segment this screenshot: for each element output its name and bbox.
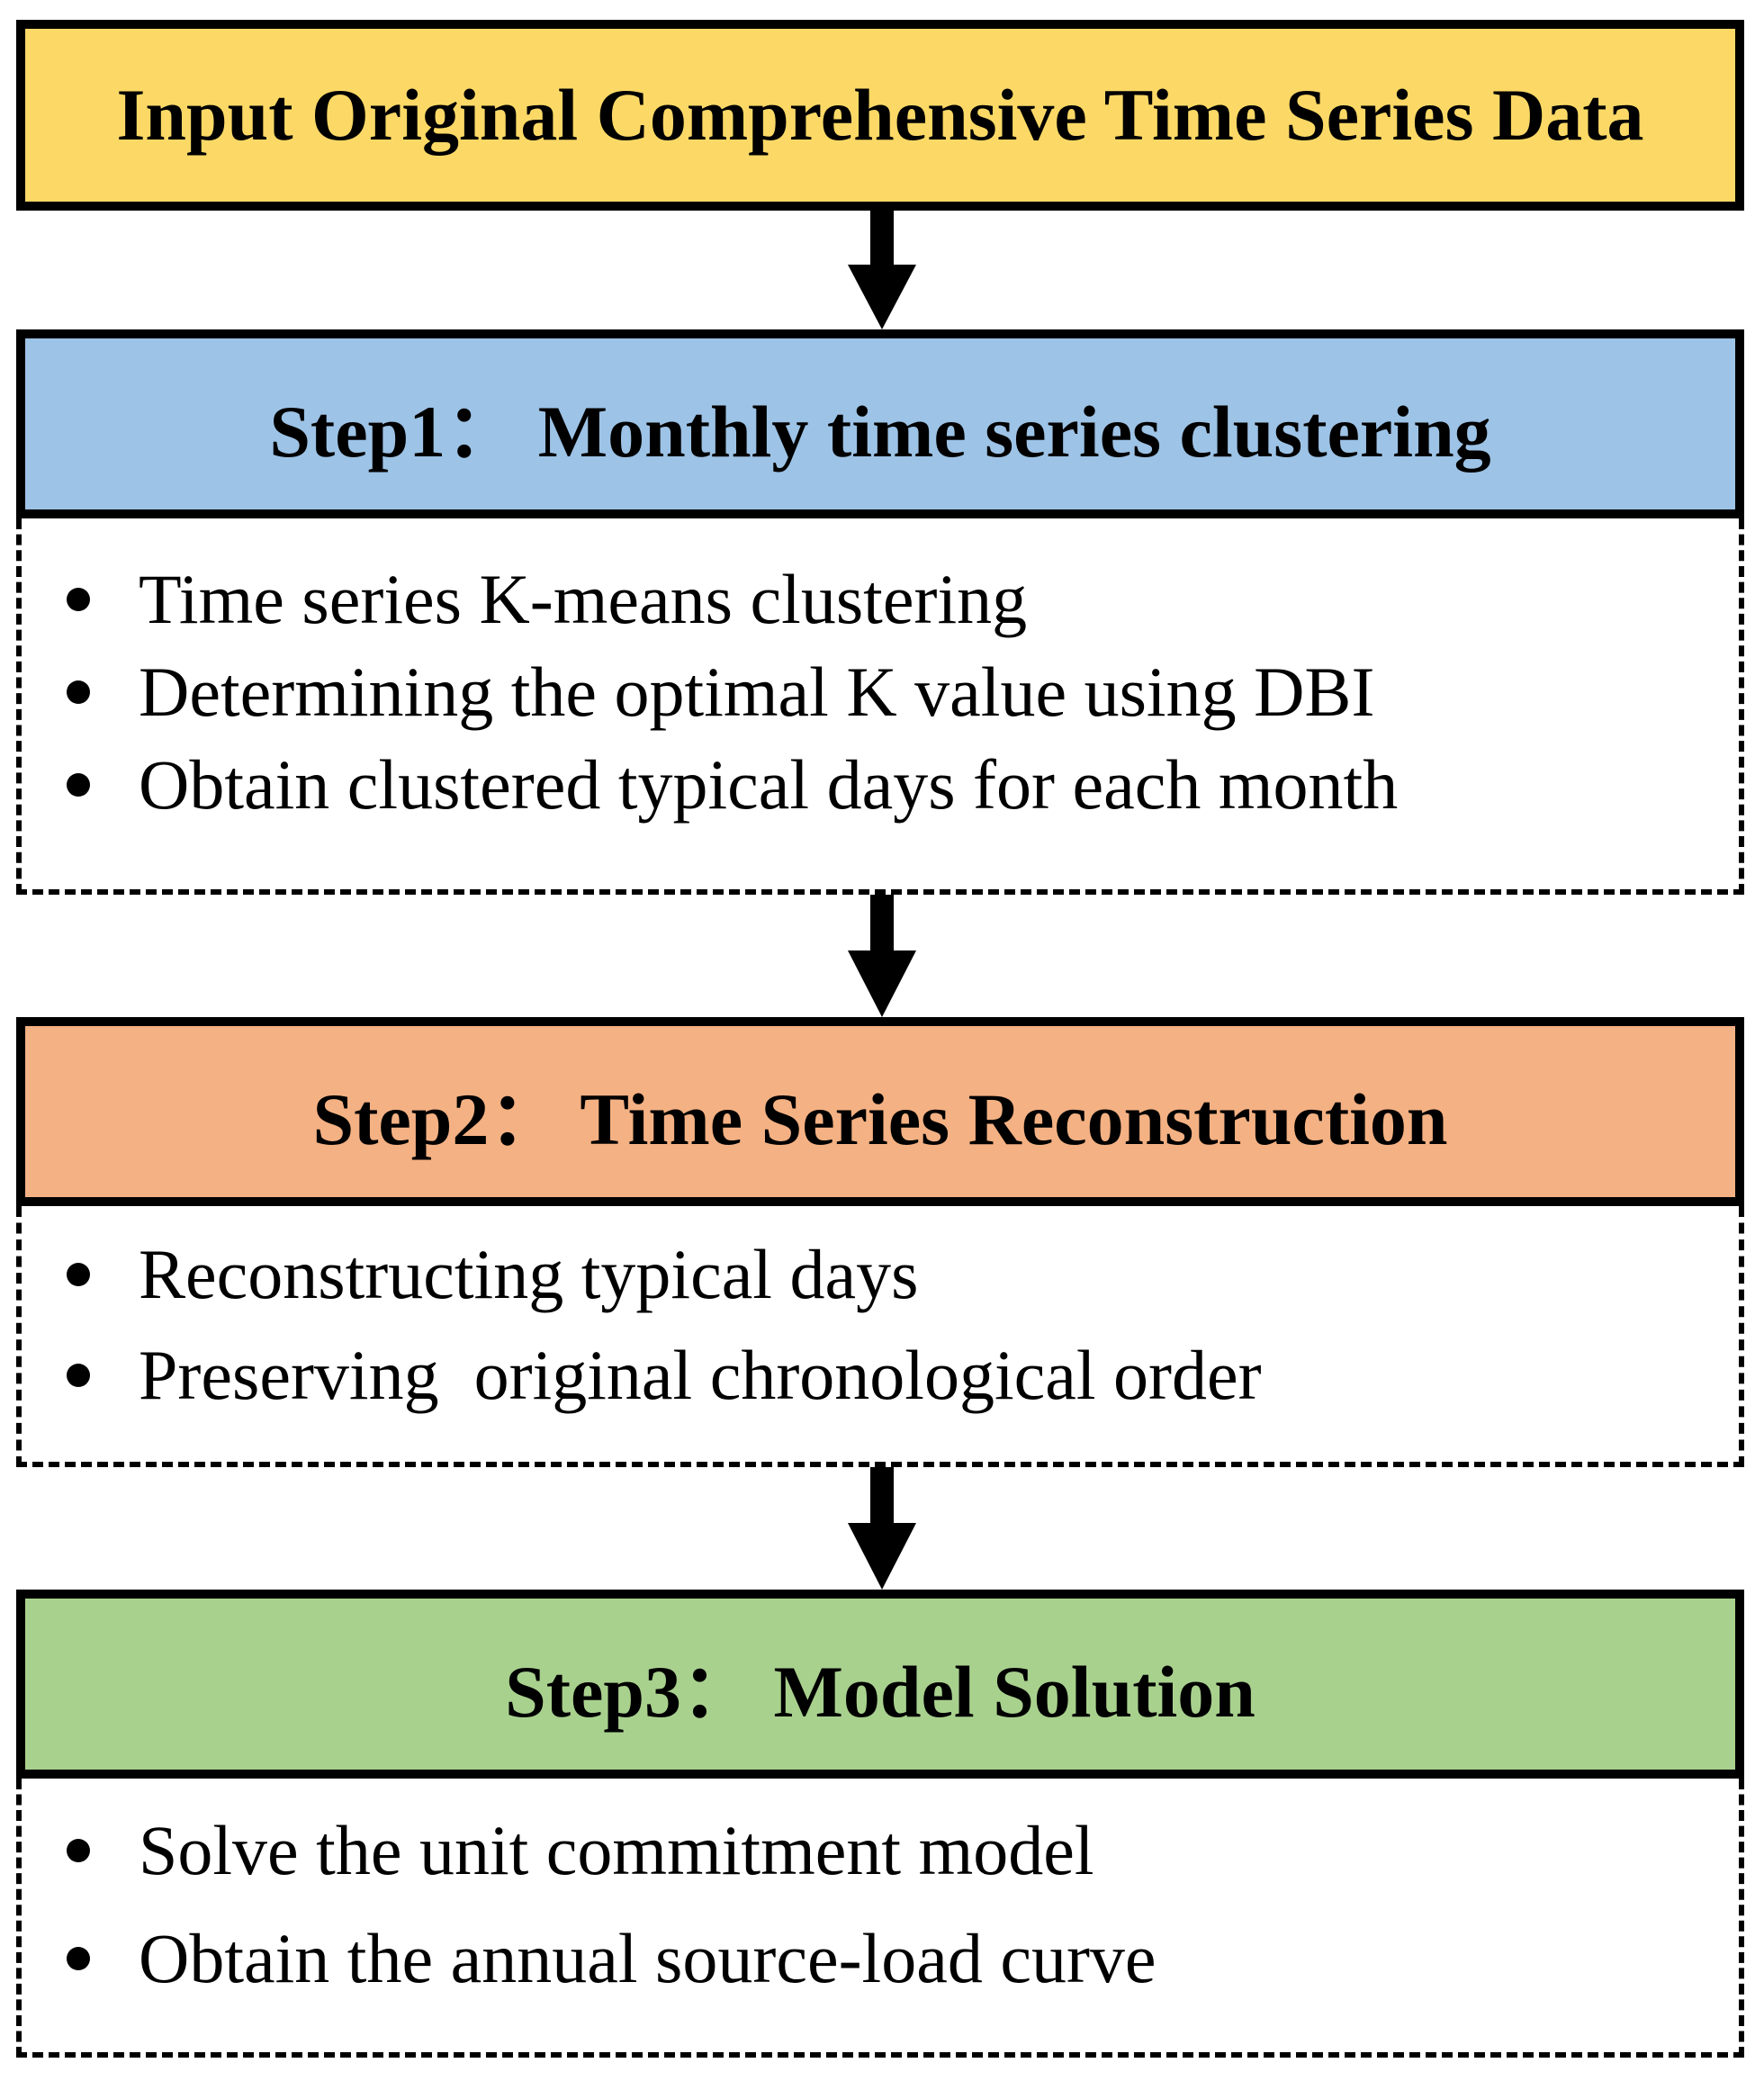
list-item: Obtain clustered typical days for each m… xyxy=(67,738,1398,831)
step3-details: Solve the unit commitment model Obtain t… xyxy=(16,1779,1744,2058)
arrow-down-icon xyxy=(848,211,916,329)
bullet-text: Solve the unit commitment model xyxy=(139,1811,1094,1889)
bullet-icon xyxy=(67,587,90,611)
bullet-icon xyxy=(67,1947,90,1970)
list-item: Time series K-means clustering xyxy=(67,553,1398,645)
list-item: Solve the unit commitment model xyxy=(67,1797,1156,1905)
bullet-text: Obtain the annual source-load curve xyxy=(139,1919,1156,1997)
step1-details: Time series K-means clustering Determini… xyxy=(16,518,1744,895)
list-item: Determining the optimal K value using DB… xyxy=(67,645,1398,738)
bullet-icon xyxy=(67,1839,90,1862)
bullet-text: Obtain clustered typical days for each m… xyxy=(139,745,1399,824)
bullet-icon xyxy=(67,1364,90,1387)
bullet-text: Preserving original chronological order xyxy=(139,1336,1262,1414)
step2-header: Step2： Time Series Reconstruction xyxy=(16,1017,1744,1206)
input-box: Input Original Comprehensive Time Series… xyxy=(16,20,1744,211)
arrow-down-icon xyxy=(848,1467,916,1590)
step2-details: Reconstructing typical days Preserving o… xyxy=(16,1206,1744,1467)
list-item: Reconstructing typical days xyxy=(67,1224,1262,1325)
step1-title: Step1： Monthly time series clustering xyxy=(269,390,1491,473)
bullet-text: Time series K-means clustering xyxy=(139,560,1028,638)
bullet-icon xyxy=(67,1263,90,1286)
step1-header: Step1： Monthly time series clustering xyxy=(16,329,1744,518)
list-item: Obtain the annual source-load curve xyxy=(67,1905,1156,2013)
input-label: Input Original Comprehensive Time Series… xyxy=(116,74,1644,156)
arrow-down-icon xyxy=(848,895,916,1017)
bullet-text: Reconstructing typical days xyxy=(139,1235,919,1313)
step2-title: Step2： Time Series Reconstruction xyxy=(312,1077,1448,1160)
step3-title: Step3： Model Solution xyxy=(505,1650,1256,1733)
list-item: Preserving original chronological order xyxy=(67,1325,1262,1426)
step3-header: Step3： Model Solution xyxy=(16,1590,1744,1779)
bullet-text: Determining the optimal K value using DB… xyxy=(139,653,1375,731)
bullet-icon xyxy=(67,680,90,704)
bullet-icon xyxy=(67,772,90,797)
